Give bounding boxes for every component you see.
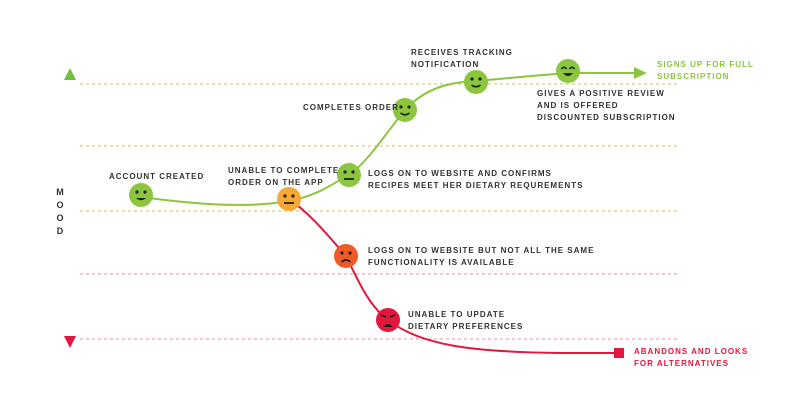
axis-down-arrow <box>64 336 76 348</box>
step-label-positive-review: GIVES A POSITIVE REVIEW AND IS OFFERED D… <box>537 89 676 122</box>
face-receives-tracking <box>464 70 488 94</box>
mood-axis-letter: O <box>56 200 64 210</box>
mood-axis <box>64 68 76 348</box>
step-label-unable-to-update: UNABLE TO UPDATE DIETARY PREFERENCES <box>408 310 524 331</box>
face-positive-review <box>556 59 580 83</box>
mood-gridlines <box>80 83 680 340</box>
step-label-logs-on-confirms: LOGS ON TO WEBSITE AND CONFIRMS RECIPES … <box>368 169 584 190</box>
mood-axis-letter: O <box>56 213 64 223</box>
face-unable-to-update-preferences <box>376 308 400 332</box>
step-label-completes-order: COMPLETES ORDER <box>303 103 399 112</box>
negative-endpoint <box>614 348 624 358</box>
step-label-account-created: ACCOUNT CREATED <box>109 172 205 181</box>
negative-path <box>288 198 614 354</box>
face-unable-to-complete-order <box>277 187 301 211</box>
outcome-negative-label: ABANDONS AND LOOKS FOR ALTERNATIVES <box>634 347 749 368</box>
face-logs-on-confirms <box>337 163 361 187</box>
outcome-positive-label: SIGNS UP FOR FULL SUBSCRIPTION <box>657 60 754 81</box>
axis-up-arrow <box>64 68 76 80</box>
step-label-functionality-missing: LOGS ON TO WEBSITE BUT NOT ALL THE SAME … <box>368 246 595 267</box>
positive-path <box>140 72 636 206</box>
step-label-unable-to-complete-order: UNABLE TO COMPLETE ORDER ON THE APP <box>228 166 340 187</box>
face-functionality-missing <box>334 244 358 268</box>
face-completes-order <box>393 98 417 122</box>
mood-axis-letter: M <box>56 187 64 197</box>
step-label-receives-tracking: RECEIVES TRACKING NOTIFICATION <box>411 48 513 69</box>
positive-arrowhead <box>634 67 647 79</box>
face-account-created <box>129 183 153 207</box>
mood-axis-letter: D <box>56 226 64 236</box>
